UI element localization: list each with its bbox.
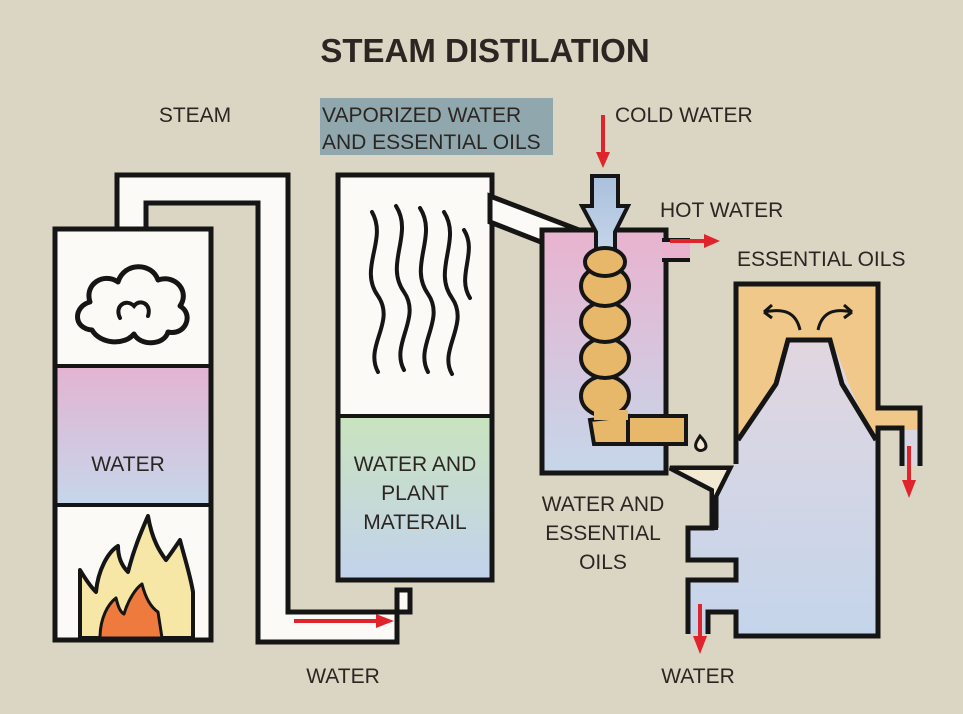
mixture-label-line2: ESSENTIAL xyxy=(545,522,661,545)
flow-arrows xyxy=(294,115,916,654)
hot-water-label: HOT WATER xyxy=(660,199,783,222)
flame-icon xyxy=(78,514,195,640)
boiler-water-label: WATER xyxy=(91,453,165,476)
mixture-label-line1: WATER AND xyxy=(542,493,665,516)
separator xyxy=(668,281,923,639)
steam-label: STEAM xyxy=(159,104,231,127)
plant-label-line3: MATERAIL xyxy=(363,511,466,534)
water-outlet-label: WATER xyxy=(661,665,735,688)
plant-label-line2: PLANT xyxy=(381,482,449,505)
plant-label-line1: WATER AND xyxy=(354,453,477,476)
vaporized-label-line2: AND ESSENTIAL OILS xyxy=(322,131,541,154)
droplet-icon xyxy=(694,433,708,452)
cold-water-arrow xyxy=(596,115,610,168)
essential-oil-outlet-arrow xyxy=(902,446,916,498)
mixture-label-line3: OILS xyxy=(579,551,627,574)
water-outlet-arrow xyxy=(693,604,707,654)
hot-water-arrow xyxy=(670,234,720,248)
vaporized-label-line1: VAPORIZED WATER xyxy=(322,104,521,127)
steam-pipe xyxy=(114,172,413,645)
condenser-coil xyxy=(579,246,688,446)
vapor-wave-icon xyxy=(368,204,472,376)
essential-oils-label: ESSENTIAL OILS xyxy=(737,248,905,271)
vaporized-label-highlight xyxy=(320,98,553,155)
plant-chamber xyxy=(335,172,495,583)
diagram-title: STEAM DISTILATION xyxy=(320,32,649,69)
cloud-icon xyxy=(75,264,190,346)
steam-flow-arrow xyxy=(294,614,394,628)
cold-water-label: COLD WATER xyxy=(615,104,753,127)
water-inlet-label: WATER xyxy=(306,665,380,688)
